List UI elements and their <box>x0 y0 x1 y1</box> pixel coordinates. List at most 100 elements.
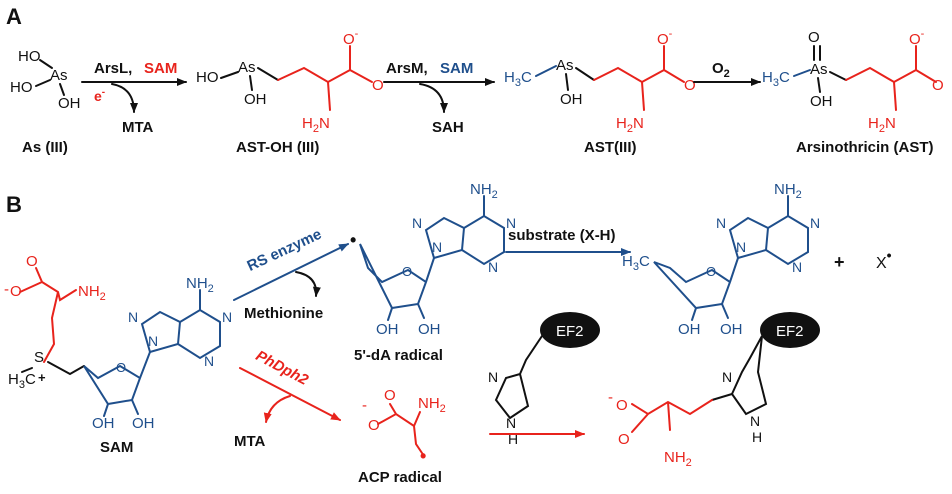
compound-ast3-structure: H3C As OH O- O H2N <box>504 28 696 135</box>
final-product-structure: EF2 N N H - O O NH2 <box>608 312 820 469</box>
atom-h3c: H3C <box>622 253 650 273</box>
atom-o-minus: O <box>26 253 38 270</box>
atom-as: As <box>556 57 574 74</box>
atom-nh2: NH2 <box>470 181 498 201</box>
ef2-ellipse <box>760 312 820 348</box>
cofactor-sam-2: SAM <box>440 60 473 77</box>
atom-n: N <box>506 215 516 231</box>
atom-n: N <box>412 215 422 231</box>
atom-oh: OH <box>92 415 115 432</box>
atom-o: O <box>384 387 396 404</box>
rs-enzyme-arrow <box>233 243 349 301</box>
acp-radical-structure: - O O NH2 • <box>362 387 446 466</box>
electron-label: e- <box>94 87 105 104</box>
phdph2-label: PhDph2 <box>253 347 312 389</box>
atom-n: N <box>810 215 820 231</box>
atom-o-ring: O <box>402 264 412 279</box>
phdph2-arrow <box>239 367 341 421</box>
atom-o: O <box>808 29 820 46</box>
charge-minus: - <box>608 389 613 406</box>
atom-o: O <box>684 77 696 94</box>
enzyme-arsm: ArsM, <box>386 60 428 77</box>
atom-o: O <box>368 417 380 434</box>
byproduct-curve-2 <box>419 83 448 113</box>
atom-n: N <box>222 309 232 325</box>
atom-n: N <box>488 259 498 275</box>
compound-label-as3: As (III) <box>22 139 68 156</box>
atom-s: S <box>34 349 44 366</box>
atom-oh: OH <box>678 321 701 338</box>
radical-dot: • <box>350 230 356 250</box>
byproduct-sah: SAH <box>432 119 464 136</box>
atom-oh: OH <box>720 321 743 338</box>
cofactor-sam-1: SAM <box>144 60 177 77</box>
atom-oh: OH <box>560 91 583 108</box>
enzyme-arsl: ArsL, <box>94 60 132 77</box>
methionine-label: Methionine <box>244 305 323 322</box>
byproduct-mta: MTA <box>122 119 154 136</box>
compound-astoh-structure: HO As OH O- O H2N <box>196 28 384 135</box>
ef2-label: EF2 <box>556 323 584 340</box>
atom-oh: OH <box>132 415 155 432</box>
atom-n: N <box>432 239 442 255</box>
atom-h3c: H3C <box>762 69 790 89</box>
atom-nh2: NH2 <box>418 395 446 415</box>
panel-b-label: B <box>6 192 22 217</box>
atom-n: N <box>488 369 498 385</box>
atom-h3c: H3C <box>504 69 532 89</box>
atom-oh: OH <box>810 93 833 110</box>
atom-n: N <box>792 259 802 275</box>
charge-minus: - <box>4 281 9 298</box>
atom-n: N <box>750 413 760 429</box>
atom-n: N <box>736 239 746 255</box>
atom-nh2: NH2 <box>78 283 106 303</box>
rs-enzyme-label: RS enzyme <box>245 226 325 275</box>
atom-nh2: NH2 <box>664 449 692 469</box>
plus-sign: + <box>834 252 845 272</box>
atom-h: H <box>752 429 762 445</box>
atom-h2n: H2N <box>302 115 330 135</box>
atom-ho: HO <box>10 79 33 96</box>
atom-ho: HO <box>18 48 41 65</box>
atom-o-ring: O <box>706 264 716 279</box>
compound-label-ast: Arsinothricin (AST) <box>796 139 934 156</box>
atom-n: N <box>716 215 726 231</box>
atom-oh: OH <box>418 321 441 338</box>
radical-dot: • <box>420 446 426 466</box>
compound-as3-structure: HO HO As OH <box>10 48 81 112</box>
atom-nh2: NH2 <box>774 181 802 201</box>
atom-as: As <box>50 67 68 84</box>
atom-o: O <box>372 77 384 94</box>
compound-ast-structure: H3C As O OH O- O H2N <box>762 28 944 135</box>
compound-label-dA-radical: 5'-dA radical <box>354 347 443 364</box>
atom-n: N <box>128 309 138 325</box>
ef2-histidine-structure: EF2 N N H <box>488 312 600 447</box>
atom-h2n: H2N <box>616 115 644 135</box>
mta-curve <box>263 395 291 423</box>
atom-oh: OH <box>376 321 399 338</box>
ef2-ellipse <box>540 312 600 348</box>
compound-label-sam: SAM <box>100 439 133 456</box>
atom-o-ring: O <box>116 360 126 375</box>
atom-n: N <box>506 415 516 431</box>
atom-o: O <box>932 77 944 94</box>
atom-oh: OH <box>58 95 81 112</box>
atom-n: N <box>148 333 158 349</box>
x-radical: X• <box>876 247 892 272</box>
atom-h: H <box>508 431 518 447</box>
compound-label-ast3: AST(III) <box>584 139 637 156</box>
methionine-curve <box>295 271 321 297</box>
substrate-label: substrate (X-H) <box>508 227 616 244</box>
dA-product-structure: H3C O OH OH N N N N NH2 <box>622 181 820 338</box>
compound-label-acp-radical: ACP radical <box>358 469 442 486</box>
atom-h3c: H3C <box>8 371 36 391</box>
atom-n: N <box>722 369 732 385</box>
ef2-label: EF2 <box>776 323 804 340</box>
atom-n: N <box>204 353 214 369</box>
compound-label-astoh: AST-OH (III) <box>236 139 319 156</box>
reagent-o2: O2 <box>712 60 730 80</box>
atom-o: O <box>10 283 22 300</box>
mta-label: MTA <box>234 433 266 450</box>
atom-o: O <box>618 431 630 448</box>
